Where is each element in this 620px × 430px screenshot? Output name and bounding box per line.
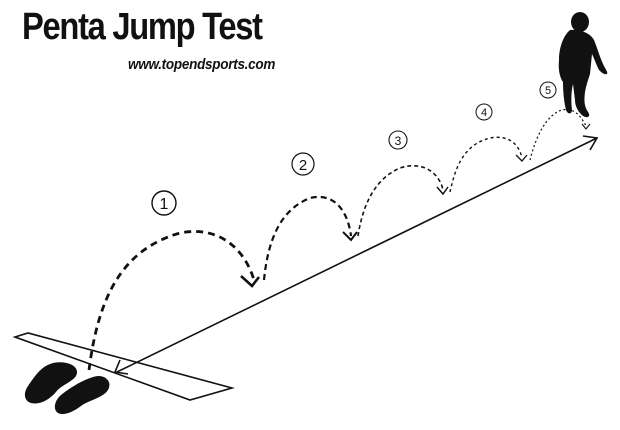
page-title: Penta Jump Test <box>22 6 263 48</box>
jump-3-arc: 3 <box>357 130 449 237</box>
jump-2-arc: 2 <box>262 152 358 281</box>
svg-text:5: 5 <box>545 85 551 97</box>
jumper-silhouette-icon <box>558 12 608 118</box>
distance-arrow <box>113 135 599 375</box>
jump-5-arc: 5 <box>529 81 591 161</box>
jump-2-number-badge <box>291 152 315 176</box>
svg-text:3: 3 <box>395 134 402 148</box>
svg-text:1: 1 <box>160 196 169 213</box>
takeoff-line <box>12 332 235 401</box>
jump-3-number-badge <box>388 130 408 150</box>
website-url: www.topendsports.com <box>128 56 276 73</box>
jump-4-arc: 4 <box>449 103 528 193</box>
jump-5-number-badge <box>539 81 557 99</box>
jump-1-arc: 1 <box>87 190 261 371</box>
jump-1-number-badge <box>151 190 177 216</box>
svg-text:4: 4 <box>481 107 487 119</box>
svg-text:2: 2 <box>299 157 307 174</box>
footprints-icon <box>24 362 110 415</box>
jump-4-number-badge <box>475 103 493 121</box>
